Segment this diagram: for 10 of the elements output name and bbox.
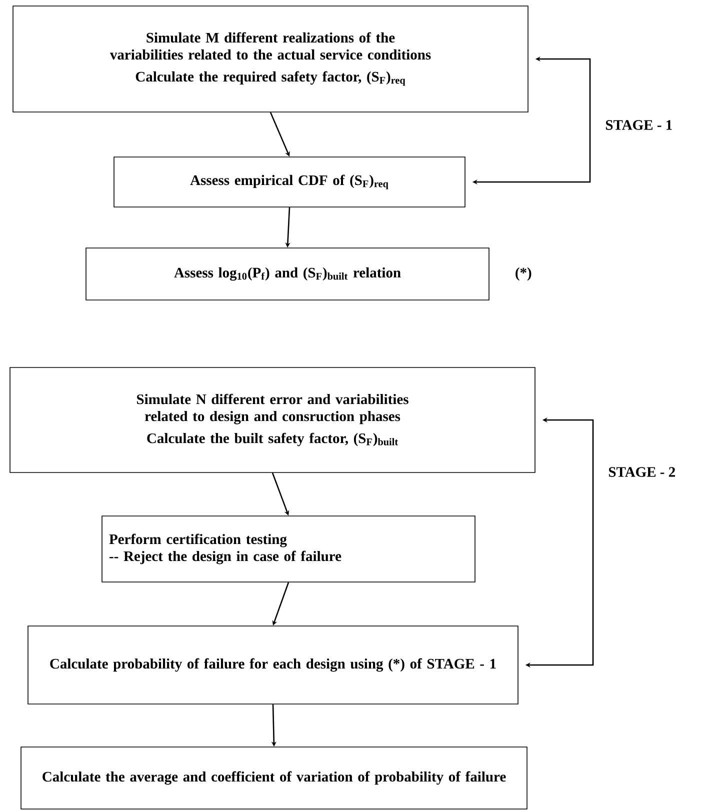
process-box: Calculate probability of failure for each design using (*) of STAGE - 1 xyxy=(28,626,518,704)
process-box: Calculate the average and coefficient of variation of probability of failure xyxy=(20,746,528,810)
process-box: Assess empirical CDF of (S$_{F}$)$_{req}$ xyxy=(114,156,466,208)
process-box: Perform certification testing -- Reject the design in case of failure xyxy=(102,516,476,582)
process-box: Assess log$_{10}$(P$_{f}$) and (S$_{F}$)$_{built}$ relation xyxy=(86,248,490,300)
edge-label: STAGE - 2 xyxy=(607,466,677,478)
process-box: Simulate N different error and variabilities related to design and consruction phases Calculate the built safety factor, (S$_{F}$)$_{built}$ xyxy=(10,367,536,473)
edge-label: STAGE - 1 xyxy=(604,119,674,131)
beside-text: (*) xyxy=(516,267,532,281)
process-box: Simulate M different realizations of the variabilities related to the actual service conditions Calculate the required safety factor, (S$_{F}$)$_{req}$ xyxy=(12,6,528,112)
